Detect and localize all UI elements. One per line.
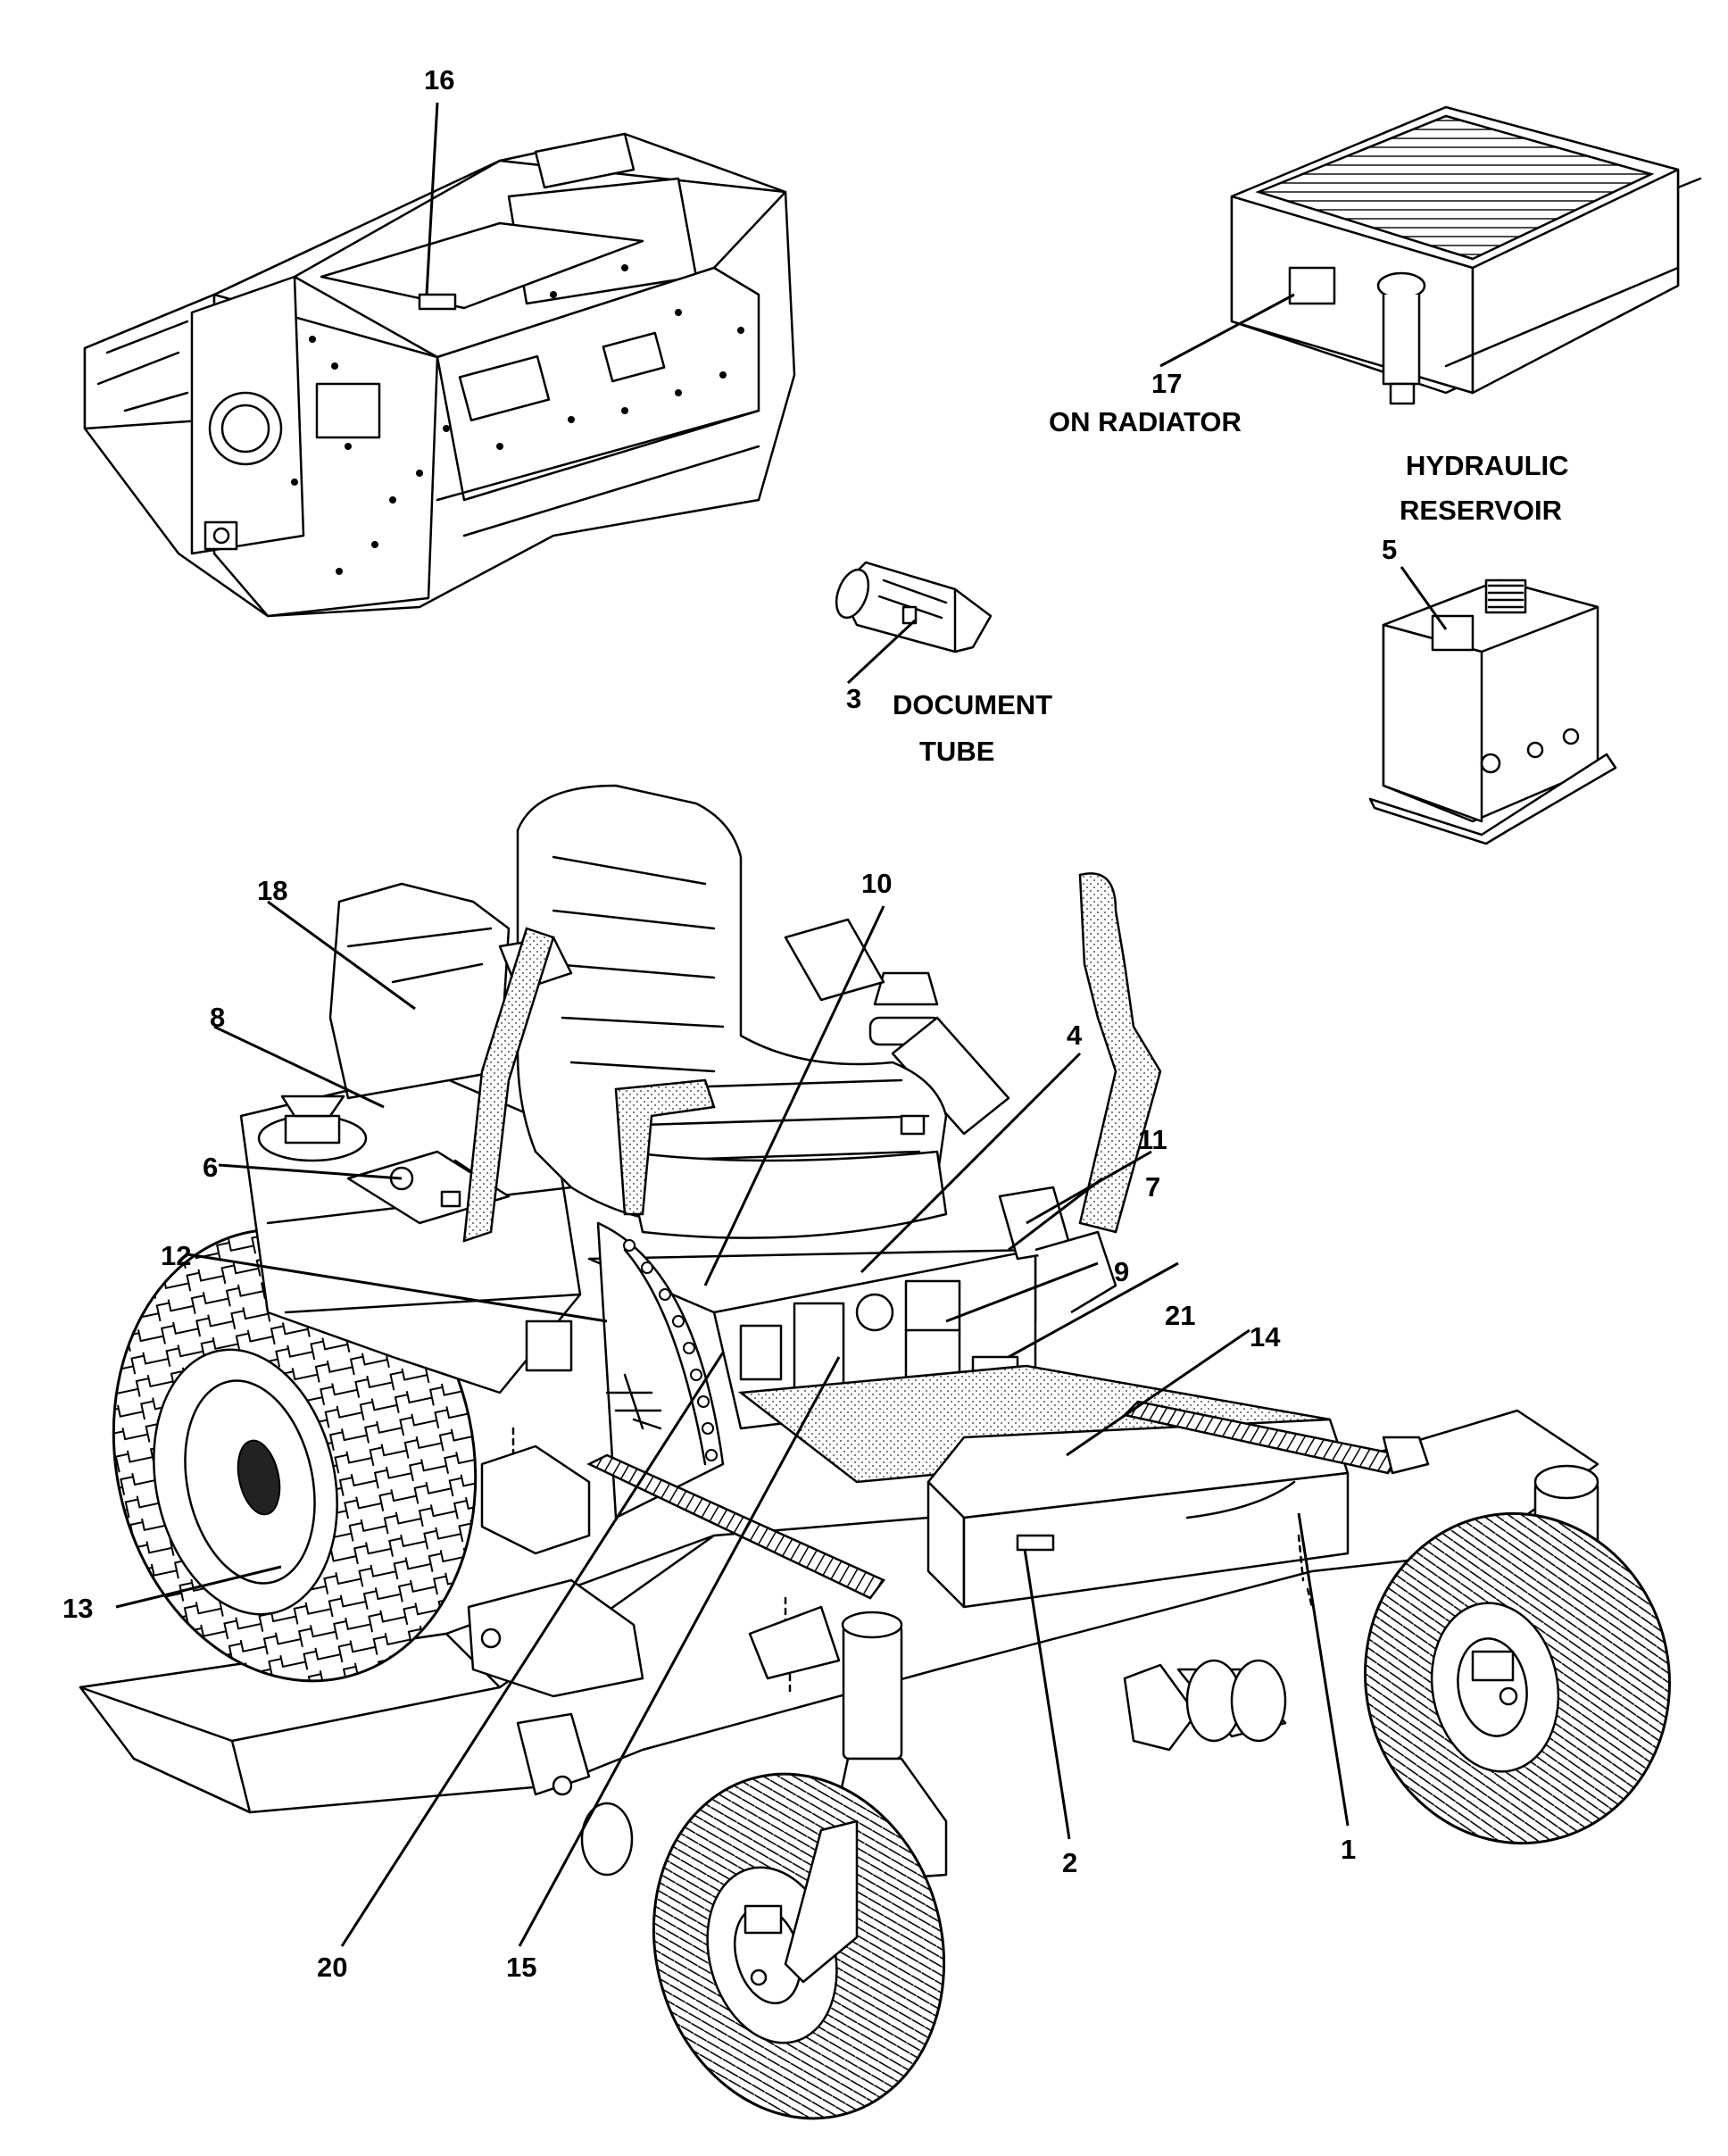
callout-1: 1 — [1341, 1834, 1356, 1865]
radiator — [1230, 105, 1702, 405]
callout-16: 16 — [424, 64, 454, 96]
callout-3: 3 — [846, 683, 861, 714]
callout-13: 13 — [62, 1593, 93, 1624]
document-tube — [835, 561, 993, 653]
callout-10: 10 — [861, 868, 892, 899]
mower-assembly — [79, 784, 1671, 2120]
caption-on-radiator: ON RADIATOR — [1049, 406, 1242, 437]
callout-14: 14 — [1250, 1321, 1281, 1353]
hydraulic-reservoir — [1368, 579, 1617, 845]
callout-7: 7 — [1145, 1171, 1160, 1203]
mower-frame — [83, 132, 796, 618]
callout-20: 20 — [317, 1952, 347, 1983]
callout-15: 15 — [506, 1952, 536, 1983]
engine-hood — [328, 882, 511, 1100]
front-caster-right — [1364, 1464, 1671, 1845]
leader-lines — [115, 102, 1448, 1947]
caption-reservoir: RESERVOIR — [1400, 495, 1562, 526]
callout-4: 4 — [1067, 1020, 1083, 1051]
callout-12: 12 — [161, 1240, 191, 1271]
callout-labels: 16 17 ON RADIATOR HYDRAULIC RESERVOIR 5 … — [62, 64, 1569, 1983]
caption-document: DOCUMENT — [893, 689, 1052, 720]
deck-height-gauge — [596, 1221, 725, 1519]
seat — [516, 784, 948, 1239]
callout-8: 8 — [210, 1002, 225, 1033]
callout-9: 9 — [1114, 1256, 1129, 1287]
callout-11: 11 — [1138, 1124, 1167, 1155]
caption-hydraulic: HYDRAULIC — [1406, 450, 1569, 481]
callout-21: 21 — [1165, 1300, 1195, 1331]
front-caster-left — [652, 1611, 948, 2120]
callout-5: 5 — [1382, 534, 1397, 565]
caption-tube: TUBE — [919, 736, 994, 767]
callout-2: 2 — [1062, 1847, 1077, 1878]
callout-17: 17 — [1151, 368, 1182, 399]
callout-6: 6 — [203, 1152, 218, 1183]
callout-18: 18 — [257, 875, 287, 906]
